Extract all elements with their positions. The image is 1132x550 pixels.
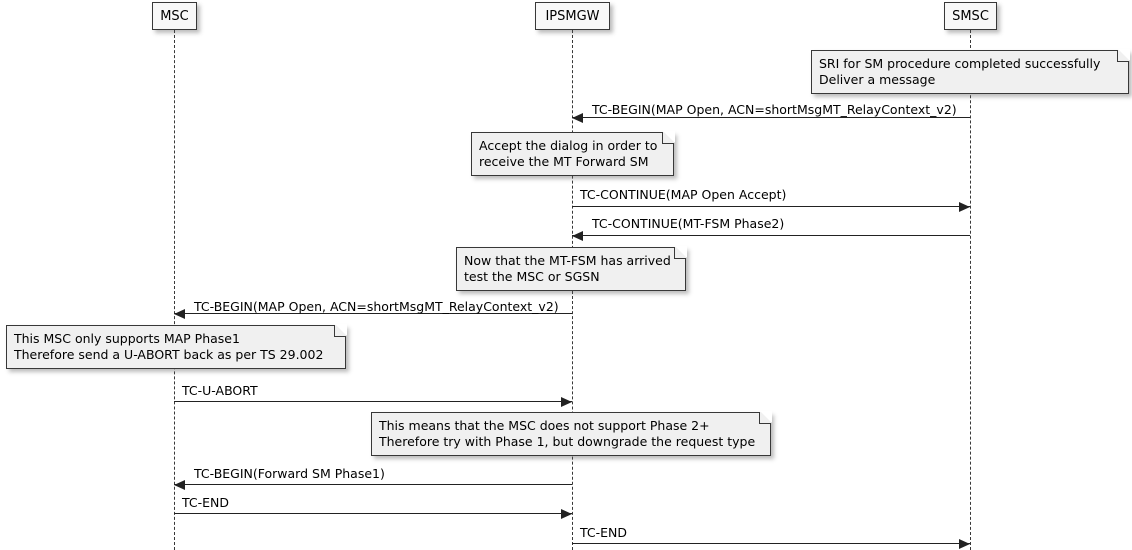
note-text: This means that the MSC does not support… xyxy=(379,418,756,449)
note-text: SRI for SM procedure completed successfu… xyxy=(819,56,1101,87)
arrowhead-right-msg-8 xyxy=(959,538,970,549)
note-test-msc-sgsn: Now that the MT-FSM has arrived test the… xyxy=(456,246,687,291)
arrowhead-left-msg-3 xyxy=(572,230,583,241)
participant-label: SMSC xyxy=(952,8,989,24)
arrowhead-left-msg-4 xyxy=(174,308,185,319)
message-label-msg-4: TC-BEGIN(MAP Open, ACN=shortMsgMT_RelayC… xyxy=(194,299,559,314)
message-line-msg-7 xyxy=(174,513,572,514)
message-label-msg-6: TC-BEGIN(Forward SM Phase1) xyxy=(194,466,385,481)
message-line-msg-8 xyxy=(572,543,970,544)
note-fold-corner-icon xyxy=(1117,49,1130,62)
note-text: Now that the MT-FSM has arrived test the… xyxy=(464,253,671,284)
participant-smsc[interactable]: SMSC xyxy=(944,2,997,30)
message-label-msg-7: TC-END xyxy=(182,495,230,510)
message-line-msg-3 xyxy=(572,235,970,236)
message-line-msg-2 xyxy=(572,206,970,207)
arrowhead-right-msg-7 xyxy=(561,508,572,519)
message-label-msg-1: TC-BEGIN(MAP Open, ACN=shortMsgMT_RelayC… xyxy=(592,102,957,117)
note-text: This MSC only supports MAP Phase1 Theref… xyxy=(14,331,324,362)
participant-label: MSC xyxy=(160,8,189,24)
message-line-msg-4 xyxy=(174,313,572,314)
arrowhead-left-msg-6 xyxy=(174,479,185,490)
note-fold-corner-icon xyxy=(662,131,675,144)
message-line-msg-6 xyxy=(174,484,572,485)
participant-msc[interactable]: MSC xyxy=(152,2,197,30)
participant-ipsmgw[interactable]: IPSMGW xyxy=(535,2,610,30)
message-line-msg-5 xyxy=(174,401,572,402)
lifeline-smsc xyxy=(970,30,971,550)
note-fold-corner-icon xyxy=(759,411,772,424)
message-label-msg-2: TC-CONTINUE(MAP Open Accept) xyxy=(580,187,787,202)
note-downgrade: This means that the MSC does not support… xyxy=(371,411,772,456)
note-sri-completed: SRI for SM procedure completed successfu… xyxy=(811,49,1130,94)
lifeline-msc xyxy=(174,30,175,550)
note-msc-phase1: This MSC only supports MAP Phase1 Theref… xyxy=(6,324,347,369)
arrowhead-left-msg-1 xyxy=(572,112,583,123)
message-line-msg-1 xyxy=(572,117,970,118)
message-label-msg-3: TC-CONTINUE(MT-FSM Phase2) xyxy=(592,216,785,231)
message-label-msg-8: TC-END xyxy=(580,525,628,540)
participant-label: IPSMGW xyxy=(545,8,600,24)
message-label-msg-5: TC-U-ABORT xyxy=(182,383,258,398)
arrowhead-right-msg-5 xyxy=(561,396,572,407)
note-fold-corner-icon xyxy=(674,246,687,259)
note-text: Accept the dialog in order to receive th… xyxy=(479,138,658,169)
arrowhead-right-msg-2 xyxy=(959,201,970,212)
note-fold-corner-icon xyxy=(334,324,347,337)
note-accept-dialog: Accept the dialog in order to receive th… xyxy=(471,131,675,176)
